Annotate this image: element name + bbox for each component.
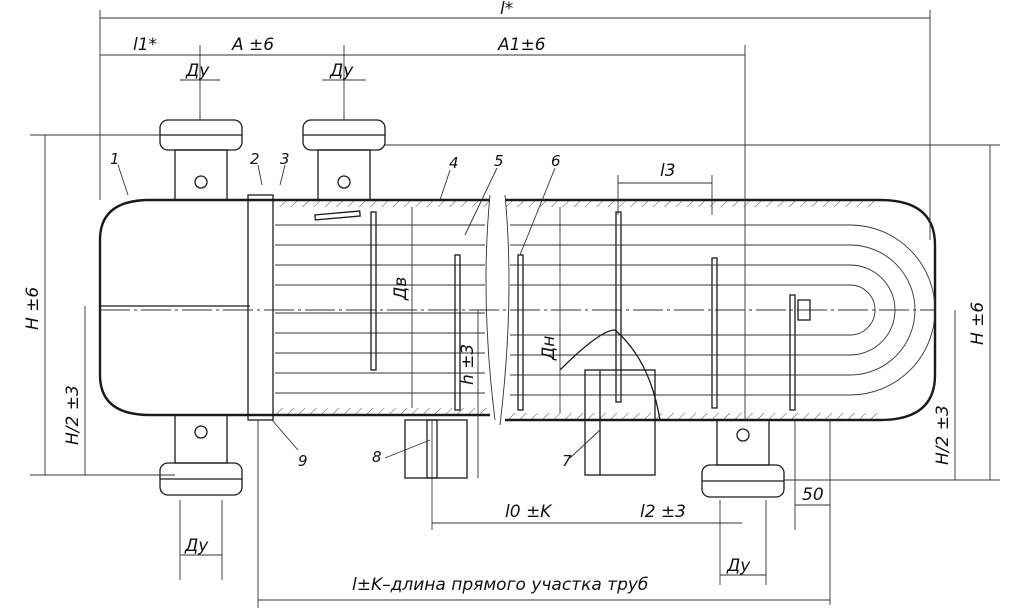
tube-sheet [247, 194, 274, 421]
dim-total-length: l* [500, 0, 513, 19]
dim-a1: A1±6 [497, 35, 546, 55]
baffles [314, 210, 796, 411]
nozzle-top-left [159, 119, 243, 201]
dim-height-left: H ±6 [23, 287, 43, 330]
shell-left [98, 194, 496, 421]
dim-fifty: 50 [802, 485, 824, 505]
nozzle-bottom-right [701, 419, 785, 498]
callout-6: 6 [551, 152, 561, 170]
dim-half-height-right: H/2 ±3 [933, 405, 953, 465]
dim-straight-length: l±K–длина прямого участка труб [352, 575, 648, 595]
nozzle-top-right [302, 119, 386, 201]
shell-right [499, 194, 937, 426]
callout-7: 7 [562, 452, 572, 470]
support-8 [404, 419, 468, 479]
dim-d-outer: Дн [539, 336, 559, 361]
dim-height-right: H ±6 [968, 302, 988, 345]
dim-l2: l2 ±3 [640, 502, 686, 522]
dim-l3: l3 [660, 161, 676, 181]
nozzle-bottom-left [159, 414, 243, 496]
dim-dn-top-left: Ду [185, 61, 210, 81]
dim-d-inner: Дв [391, 277, 411, 301]
dim-dn-bottom-left: Ду [184, 536, 209, 556]
callout-1: 1 [110, 150, 120, 168]
dimension-lines [30, 10, 1000, 608]
callout-9: 9 [298, 452, 308, 470]
dim-dn-top-right: Ду [329, 61, 354, 81]
dim-h: h ±3 [458, 344, 478, 385]
callout-5: 5 [494, 152, 504, 170]
dim-dn-bottom-right: Ду [726, 556, 751, 576]
dim-a: A ±6 [231, 35, 274, 55]
dim-l0: l0 ±K [505, 502, 553, 522]
callout-8: 8 [372, 448, 382, 466]
callout-2: 2 [250, 150, 260, 168]
callout-3: 3 [280, 150, 290, 168]
dim-l1: l1* [133, 35, 157, 55]
callouts [117, 164, 601, 459]
inlet-distributor-7 [559, 329, 661, 476]
dim-half-height-left: H/2 ±3 [63, 385, 83, 445]
callout-4: 4 [449, 154, 459, 172]
